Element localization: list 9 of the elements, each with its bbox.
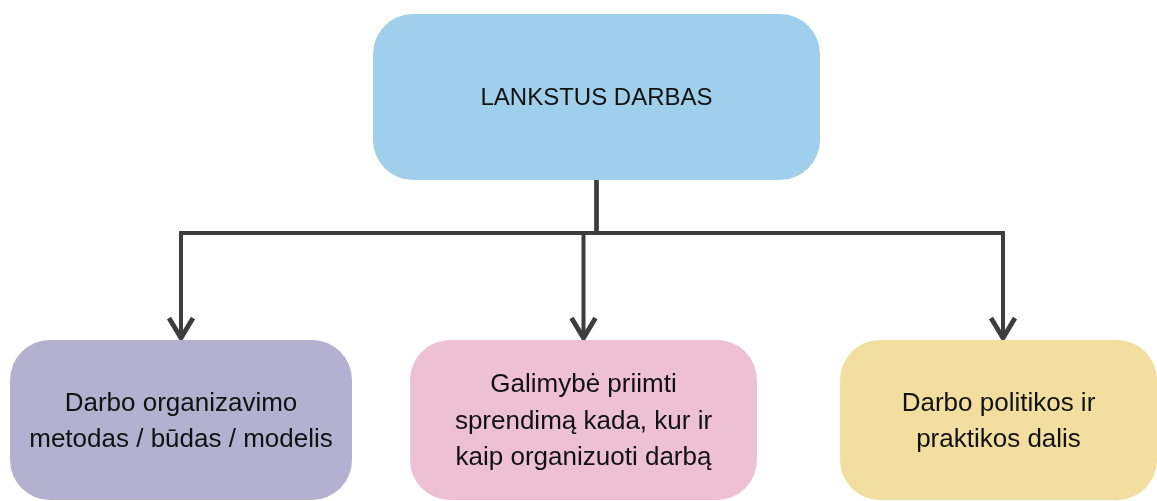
node-label: Galimybė priimti sprendimą kada, kur ir kaip organizuoti darbą bbox=[453, 367, 714, 474]
node-label: Darbo politikos ir praktikos dalis bbox=[900, 385, 1097, 455]
process-box bbox=[410, 340, 757, 500]
process-box bbox=[840, 340, 1157, 500]
node-label: LANKSTUS DARBAS bbox=[480, 82, 713, 113]
process-box bbox=[10, 340, 352, 500]
node-label: Darbo organizavimo metodas / būdas / modelis bbox=[28, 385, 334, 455]
connector-arrow bbox=[594, 180, 1018, 341]
title-box bbox=[373, 14, 820, 180]
